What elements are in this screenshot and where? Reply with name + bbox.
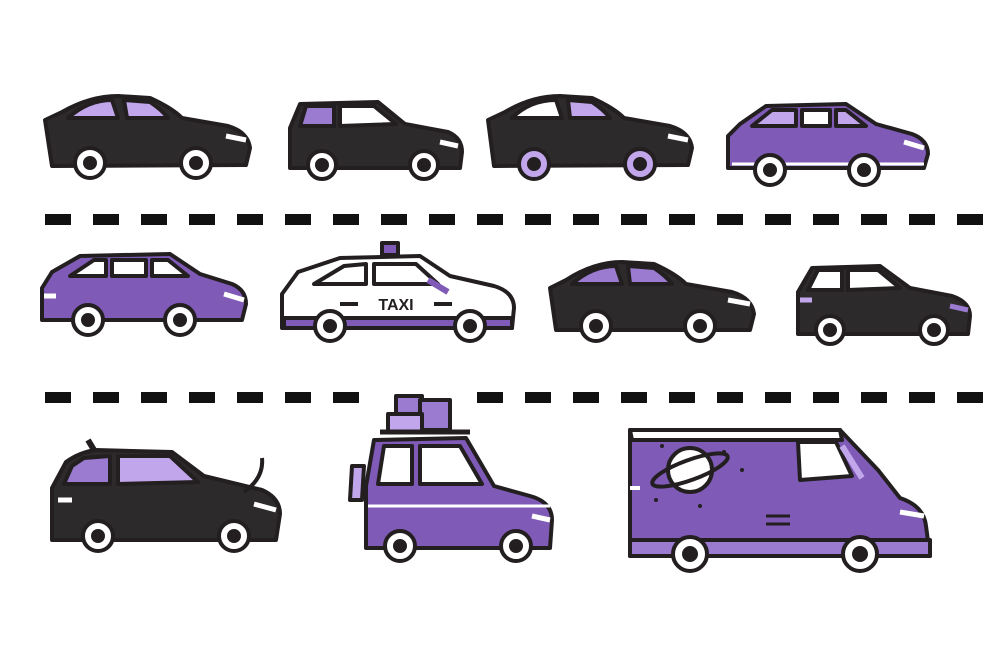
- taxi-roof-sign: [380, 241, 400, 257]
- lane-dash: [93, 214, 119, 225]
- lane-dash: [621, 214, 647, 225]
- lane-dash: [765, 392, 791, 403]
- lane-dash: [93, 392, 119, 403]
- luggage-box-3: [386, 412, 424, 434]
- taxi-label: TAXI: [378, 297, 413, 314]
- lane-dash: [669, 392, 695, 403]
- car-purple-sedan-1: [726, 102, 930, 187]
- car-black-hatchback-1: [288, 100, 464, 181]
- lane-dash: [237, 392, 263, 403]
- car-black-hatchback-open-hood: [50, 438, 282, 553]
- lane-dash: [957, 392, 983, 403]
- lane-dash: [333, 392, 359, 403]
- lane-dash: [909, 392, 935, 403]
- car-black-sports-2: [486, 94, 694, 181]
- lane-dash: [813, 214, 839, 225]
- lane-dash: [189, 214, 215, 225]
- lane-dash: [573, 214, 599, 225]
- lane-dash: [45, 392, 71, 403]
- car-purple-sedan-2: [40, 252, 248, 337]
- lane-dash: [957, 214, 983, 225]
- lane-dash: [909, 214, 935, 225]
- car-purple-roof-luggage: [348, 394, 554, 563]
- luggage-box-2: [418, 398, 452, 432]
- lane-dash: [525, 214, 551, 225]
- car-black-hatchback-2: [796, 264, 972, 346]
- lane-dash: [813, 392, 839, 403]
- lane-dash: [621, 392, 647, 403]
- lane-dash: [381, 214, 407, 225]
- car-black-sports-3: [548, 260, 756, 343]
- lane-dash: [861, 214, 887, 225]
- lane-dash: [189, 392, 215, 403]
- lane-dash: [669, 214, 695, 225]
- lane-dash: [333, 214, 359, 225]
- lane-dash: [141, 392, 167, 403]
- lane-dash: [237, 214, 263, 225]
- lane-dash: [525, 392, 551, 403]
- lane-dash: [285, 392, 311, 403]
- lane-dash: [573, 392, 599, 403]
- lane-dash: [429, 214, 455, 225]
- lane-dash: [45, 214, 71, 225]
- lane-dash: [285, 214, 311, 225]
- lane-dash: [717, 214, 743, 225]
- lane-dash: [477, 214, 503, 225]
- lane-dash: [861, 392, 887, 403]
- lane-dash: [141, 214, 167, 225]
- lane-marking-bottom: [45, 392, 983, 403]
- lane-dash: [717, 392, 743, 403]
- car-black-sports-1: [43, 94, 252, 180]
- lane-dash: [477, 392, 503, 403]
- van-purple-space: [628, 428, 932, 573]
- taxi: TAXI: [280, 241, 516, 343]
- lane-marking-top: [45, 214, 983, 225]
- lane-dash: [765, 214, 791, 225]
